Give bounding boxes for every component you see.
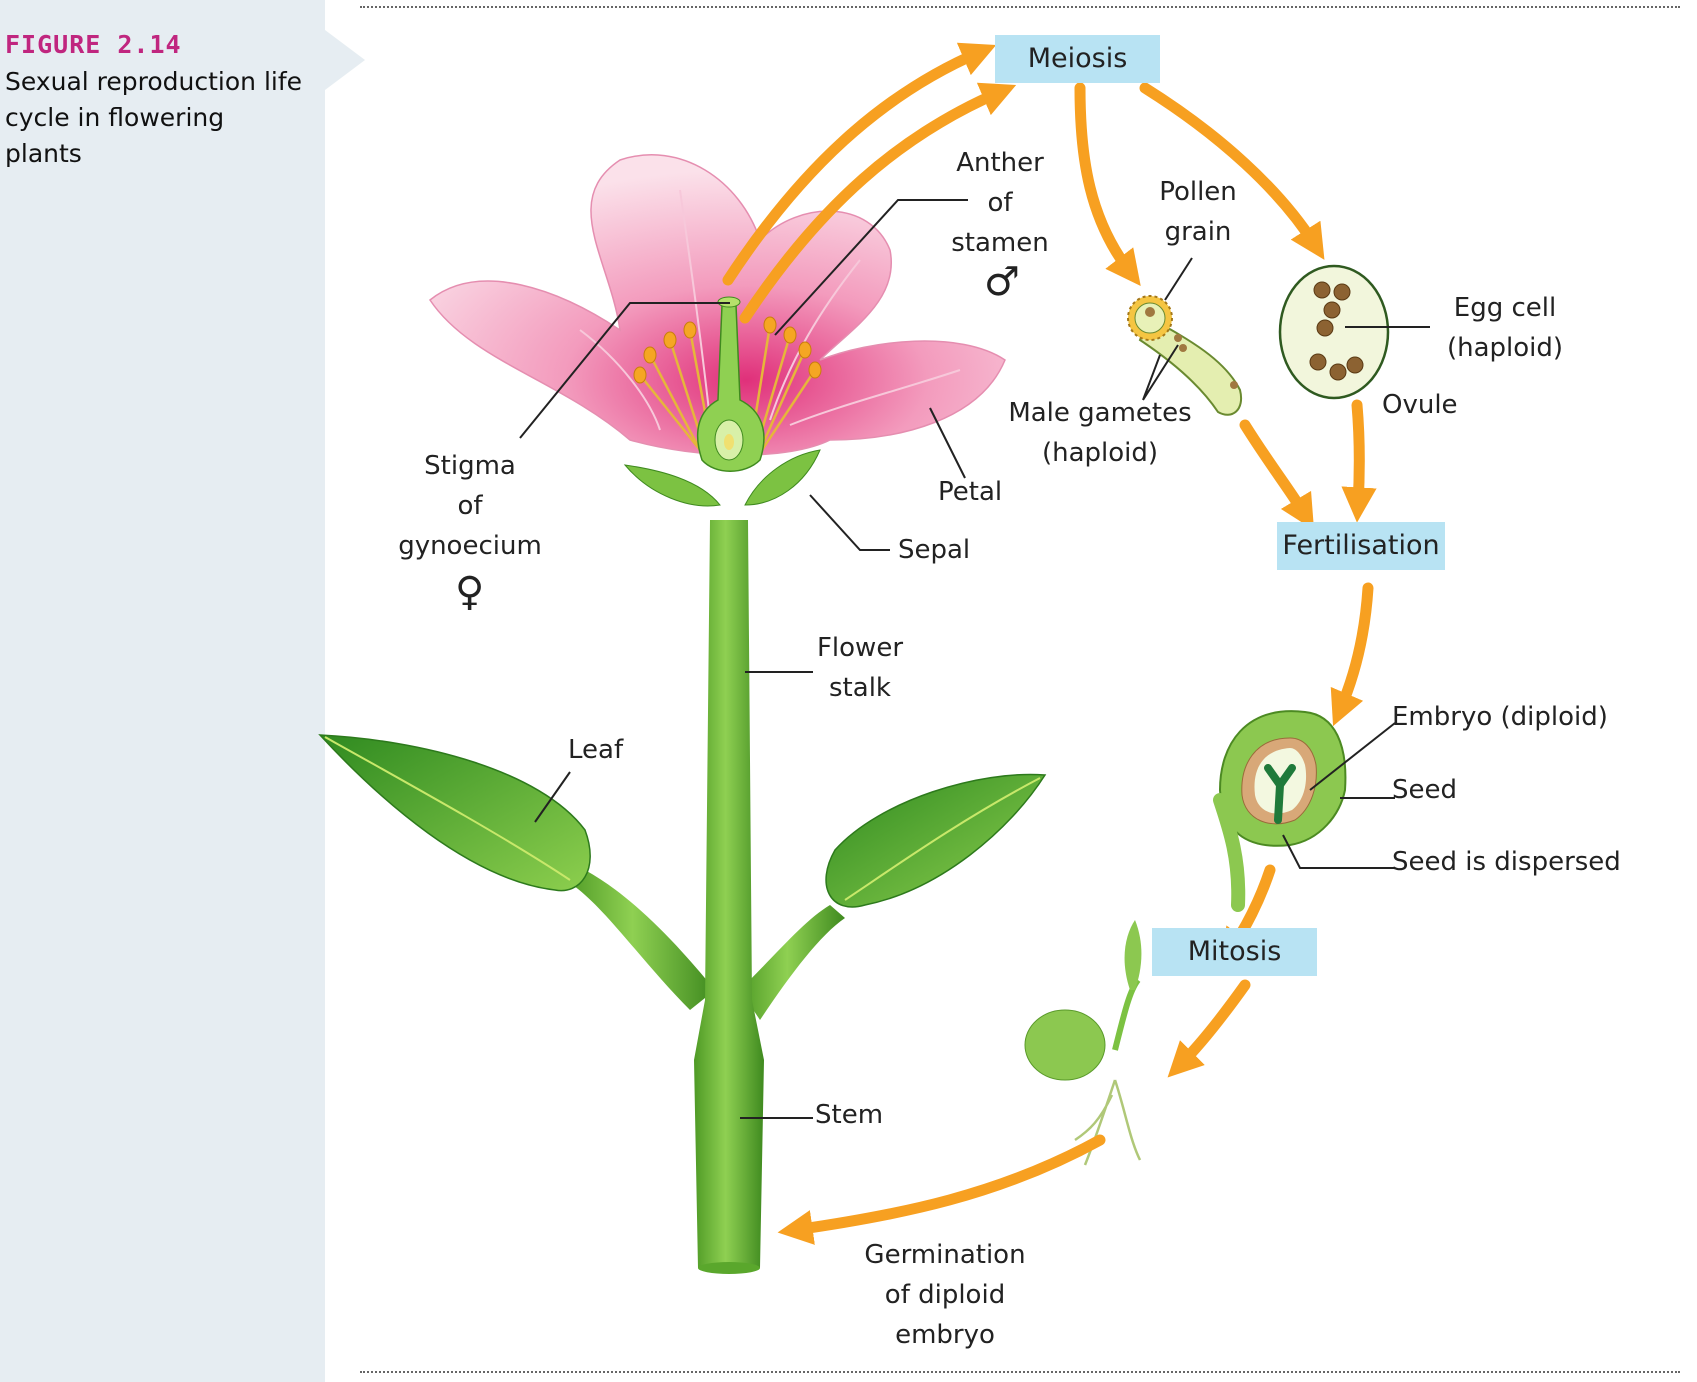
male-symbol: ♂ (984, 259, 1020, 305)
flower-stalk (694, 520, 764, 1268)
arrow-seedling-to-stem (777, 1134, 1106, 1245)
ovule-illustration (1278, 264, 1390, 400)
arrow-mitosis-to-seedling (1167, 979, 1251, 1078)
label-sepal: Sepal (898, 535, 971, 565)
figure-sidebar (0, 0, 325, 1382)
plant-stem-group (565, 520, 845, 1274)
label-petal: Petal (938, 477, 1003, 507)
arrow-ovule-to-fertilisation (1341, 399, 1377, 523)
leader-lines (519, 199, 1430, 1119)
female-symbol: ♀ (455, 569, 485, 615)
flower-petals (428, 154, 1006, 456)
bottom-divider (360, 1371, 1680, 1373)
label-leaf: Leaf (568, 735, 624, 765)
left-leaf (318, 734, 591, 892)
label-egg-cell: Egg cell(haploid) (1446, 293, 1564, 363)
label-stem: Stem (815, 1100, 884, 1130)
seedling-illustration (1024, 920, 1142, 1166)
arrow-fertilisation-to-seed (1330, 582, 1374, 727)
sepal-right (744, 449, 821, 506)
arrow-meiosis-to-ovule (1139, 82, 1325, 260)
right-branch (740, 905, 845, 1020)
arrow-stigma-to-meiosis (722, 42, 997, 286)
figure-caption: Sexual reproduction life cycle in flower… (5, 67, 303, 168)
label-embryo: Embryo (diploid) (1392, 702, 1608, 732)
stage-meiosis: Meiosis (995, 35, 1160, 83)
sepal-left (623, 464, 721, 507)
figure-number: FIGURE 2.14 (5, 30, 182, 59)
stage-fertilisation: Fertilisation (1277, 522, 1445, 570)
seed-illustration (1213, 710, 1347, 912)
arrow-anther-to-meiosis (739, 82, 1017, 324)
cycle-arrows (722, 42, 1377, 1245)
sidebar-pointer (325, 30, 365, 90)
label-seed-dispersed: Seed is dispersed (1392, 847, 1621, 877)
anthers (633, 316, 822, 384)
pollen-grain-illustration (1127, 295, 1243, 416)
label-male-gametes: Male gametes(haploid) (1008, 398, 1192, 468)
top-divider (360, 6, 1680, 8)
arrow-meiosis-to-pollen (1074, 82, 1141, 286)
label-ovule: Ovule (1382, 390, 1458, 420)
stage-mitosis: Mitosis (1152, 928, 1317, 976)
arrow-pollen-to-fertilisation (1239, 419, 1315, 531)
left-branch (565, 870, 715, 1010)
label-seed: Seed (1392, 775, 1457, 805)
